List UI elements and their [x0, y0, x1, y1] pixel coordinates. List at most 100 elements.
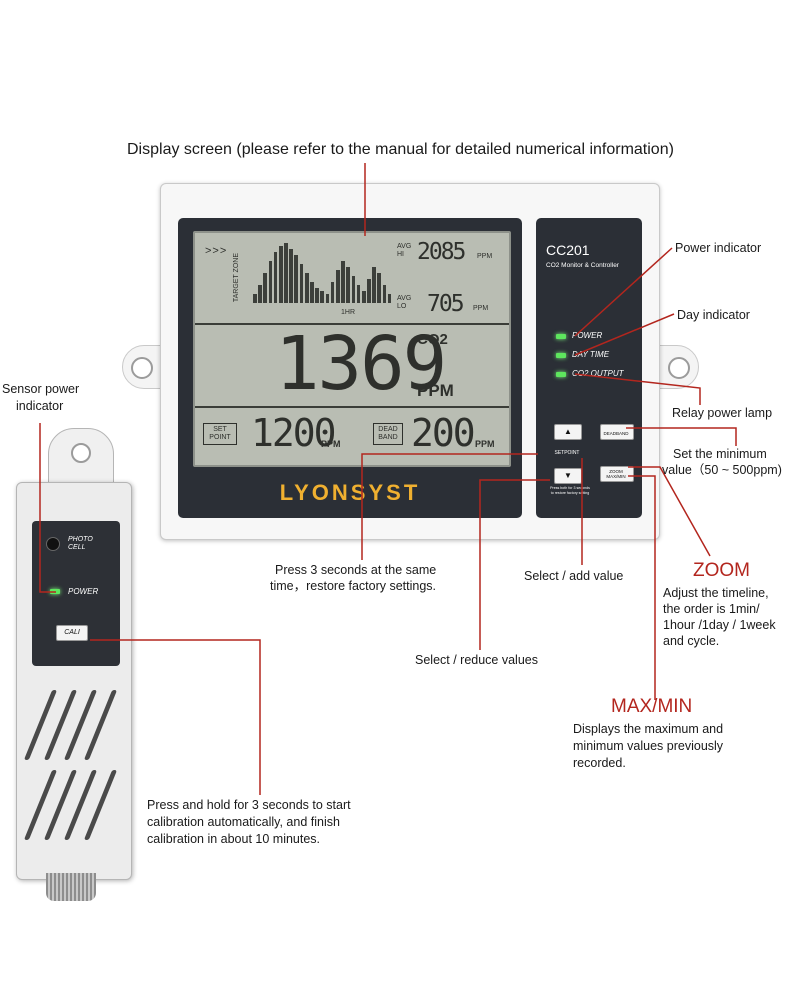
power-led-label: POWER	[572, 331, 603, 340]
deadband-ppm-unit: PPM	[475, 439, 495, 449]
maxmin-annotation-line2: minimum values previously	[573, 739, 724, 753]
lcd-arrows: >>>	[205, 245, 228, 257]
setpoint-box-label: SET POINT	[203, 423, 237, 445]
sensor-power-annotation-line2: indicator	[16, 399, 64, 413]
sensor-cable-connector	[46, 873, 96, 901]
sensor-power-label: POWER	[68, 587, 99, 596]
mounting-hole-icon	[131, 357, 153, 379]
factory-reset-annotation-line1: Press 3 seconds at the same	[275, 563, 437, 577]
histogram-bar	[315, 288, 319, 303]
min-value-annotation-line1: Set the minimum	[673, 447, 767, 461]
calibration-annotation-line1: Press and hold for 3 seconds to start	[147, 798, 351, 812]
line-factory-reset	[361, 453, 538, 560]
hi-ppm-unit: PPM	[477, 253, 493, 260]
calibration-annotation-line2: calibration automatically, and finish	[147, 815, 340, 829]
line-day-indicator	[574, 313, 675, 356]
deadband-button-label: DEADBAND	[603, 431, 629, 436]
avg-hi-value: 2085	[417, 239, 466, 265]
time-scale-label: 1HR	[341, 309, 356, 316]
daytime-led-label: DAY TIME	[572, 350, 610, 359]
control-panel: CC201 CO2 Monitor & Controller POWER DAY…	[536, 218, 642, 518]
zoom-annotation-line3: 1hour /1day / 1week	[663, 618, 776, 632]
maxmin-annotation-line3: recorded.	[573, 756, 626, 770]
sensor-control-panel: PHOTO CELL POWER CALI	[32, 521, 120, 666]
model-subtitle: CO2 Monitor & Controller	[546, 262, 619, 269]
avg-lo-value: 705	[427, 291, 465, 317]
histogram-bar	[258, 285, 262, 303]
histogram-bar	[335, 270, 340, 303]
model-name: CC201	[546, 242, 590, 258]
zoom-maxmin-button[interactable]	[600, 466, 634, 482]
histogram-bar	[273, 252, 278, 303]
zoom-annotation-line1: Adjust the timeline,	[663, 586, 769, 600]
deadband-button[interactable]	[600, 424, 634, 440]
histogram-bar	[294, 255, 299, 303]
select-reduce-annotation: Select / reduce values	[415, 653, 538, 667]
hanging-hole-icon	[71, 443, 91, 463]
zoom-title: ZOOM	[693, 560, 750, 581]
cali-button-label: CALI	[64, 629, 80, 636]
lo-ppm-unit: PPM	[473, 305, 489, 312]
down-button[interactable]: ▼	[554, 468, 582, 484]
sensor-hanging-tab	[48, 428, 114, 492]
lcd-screen: >>> TARGET ZONE AVG HI 2085 PPM AVG LO 7…	[193, 231, 511, 467]
power-led	[556, 334, 566, 339]
histogram-bar	[289, 249, 293, 303]
co2-label: CO2	[417, 331, 448, 348]
headline: Display screen (please refer to the manu…	[127, 141, 674, 158]
avg-hi-label: AVG HI	[397, 243, 412, 258]
sensor-power-annotation-line1: Sensor power	[2, 382, 80, 396]
daytime-led	[556, 353, 566, 358]
line-power-indicator	[574, 247, 673, 337]
histogram-bar	[377, 273, 382, 303]
histogram-bar	[387, 294, 392, 303]
day-indicator-annotation: Day indicator	[677, 308, 750, 322]
histogram-bar	[346, 267, 350, 303]
histogram-bar	[356, 285, 361, 303]
line-relay-lamp	[574, 373, 701, 405]
line-select-reduce	[479, 479, 550, 650]
mounting-hole-icon	[668, 357, 690, 379]
down-arrow-icon: ▼	[564, 471, 572, 480]
power-indicator-annotation: Power indicator	[675, 241, 762, 255]
deadband-box-label: DEAD BAND	[373, 423, 403, 445]
line-min-value	[626, 427, 737, 446]
min-value-annotation-line2: value（50 ~ 500ppm)	[662, 463, 782, 477]
co2-histogram	[253, 243, 393, 303]
histogram-bar	[320, 291, 325, 303]
up-button[interactable]: ▲	[554, 424, 582, 440]
co2-output-led-label: CO2 OUTPUT	[572, 369, 624, 378]
calibration-button[interactable]: CALI	[56, 625, 88, 641]
histogram-bar	[268, 261, 273, 303]
histogram-bar	[310, 282, 314, 303]
histogram-bar	[304, 273, 309, 303]
photo-cell-icon	[46, 537, 60, 551]
brand-logo: LYONSYST	[279, 480, 421, 505]
line-maxmin	[628, 475, 656, 700]
histogram-bar	[278, 246, 283, 303]
line-sensor-power	[39, 423, 56, 593]
histogram-bar	[382, 285, 387, 303]
deadband-value: 200	[411, 411, 476, 455]
line-zoom	[628, 466, 711, 557]
calibration-annotation-line3: calibration in about 10 minutes.	[147, 832, 321, 846]
photo-cell-label: PHOTO CELL	[68, 536, 93, 551]
lcd-divider	[195, 323, 509, 325]
co2-reading: 1369	[275, 321, 447, 407]
histogram-bar	[299, 264, 304, 303]
setpoint-button-label: SETPOINT	[554, 450, 580, 456]
co2-output-led	[556, 372, 566, 377]
lcd-divider	[195, 406, 509, 408]
histogram-bar	[351, 276, 356, 303]
histogram-bar	[341, 261, 345, 303]
histogram-bar	[367, 279, 371, 303]
zoom-maxmin-button-label: ZOOM MAX/MIN	[606, 469, 626, 479]
zoom-annotation-line2: the order is 1min/	[663, 602, 760, 616]
histogram-bar	[284, 243, 288, 303]
factory-reset-hint: Press both for 3 seconds to restore fact…	[550, 486, 590, 495]
line-calibration	[90, 639, 261, 795]
histogram-bar	[263, 273, 268, 303]
histogram-bar	[330, 282, 335, 303]
avg-lo-label: AVG LO	[397, 295, 412, 310]
setpoint-ppm-unit: PPM	[321, 439, 341, 449]
